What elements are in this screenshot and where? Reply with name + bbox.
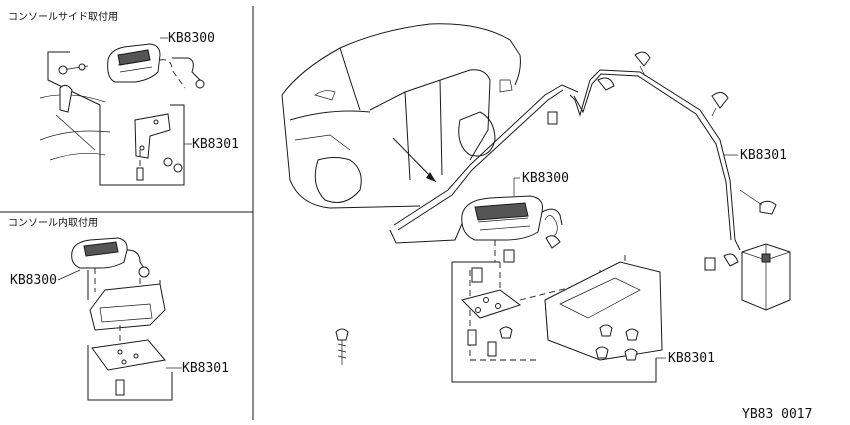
panel-console-inner-title: コンソール内取付用 [8,216,98,229]
receiver-box [741,243,791,311]
diagram-code: YB83 0017 [742,407,812,422]
kb8300-remote-unit-main [461,195,543,241]
panel-console-side: コンソールサイド取付用 KB8300 [8,10,239,186]
kb8301-lower-frame [451,262,657,383]
kb8300-remote-unit-side [107,43,161,83]
kb8301-label-inner: KB8301 [182,361,229,376]
kb8301-label-main-upper: KB8301 [740,148,787,163]
nut-icon [163,157,173,167]
kb8301-bracket-side [134,113,171,159]
console-tray [89,283,166,331]
panel-main: KB8301 KB8300 [281,23,791,383]
console-panel-piece [544,261,663,361]
nut-icon [595,346,609,359]
kb8301-bracket-main [461,289,522,319]
kb8300-label-side: KB8300 [168,31,215,46]
kb8300-label-main: KB8300 [522,171,569,186]
kb8301-plate-inner [91,339,166,371]
kb8300-remote-unit-inner [71,237,128,269]
console-side-bracket-line [47,51,101,106]
panel-console-inner: コンソール内取付用 KB8300 KB8301 [8,216,229,401]
kb8300-label-inner: KB8300 [10,273,57,288]
harness-clip-icon [597,51,739,271]
screw-icon [115,379,125,396]
loose-screw-icon [335,328,349,365]
kb8301-label-main-lower: KB8301 [668,351,715,366]
car-body-outline [281,23,521,209]
harness-main-route [569,69,741,251]
kb8301-label-side: KB8301 [192,137,239,152]
connector-icon [759,200,777,215]
shift-lever-boot [59,84,73,113]
harness-lower-loop [389,204,471,244]
kb8301-frame [99,104,185,186]
screw-icon [136,167,144,181]
screw-icon [471,267,483,283]
panel-console-side-title: コンソールサイド取付用 [8,10,118,23]
